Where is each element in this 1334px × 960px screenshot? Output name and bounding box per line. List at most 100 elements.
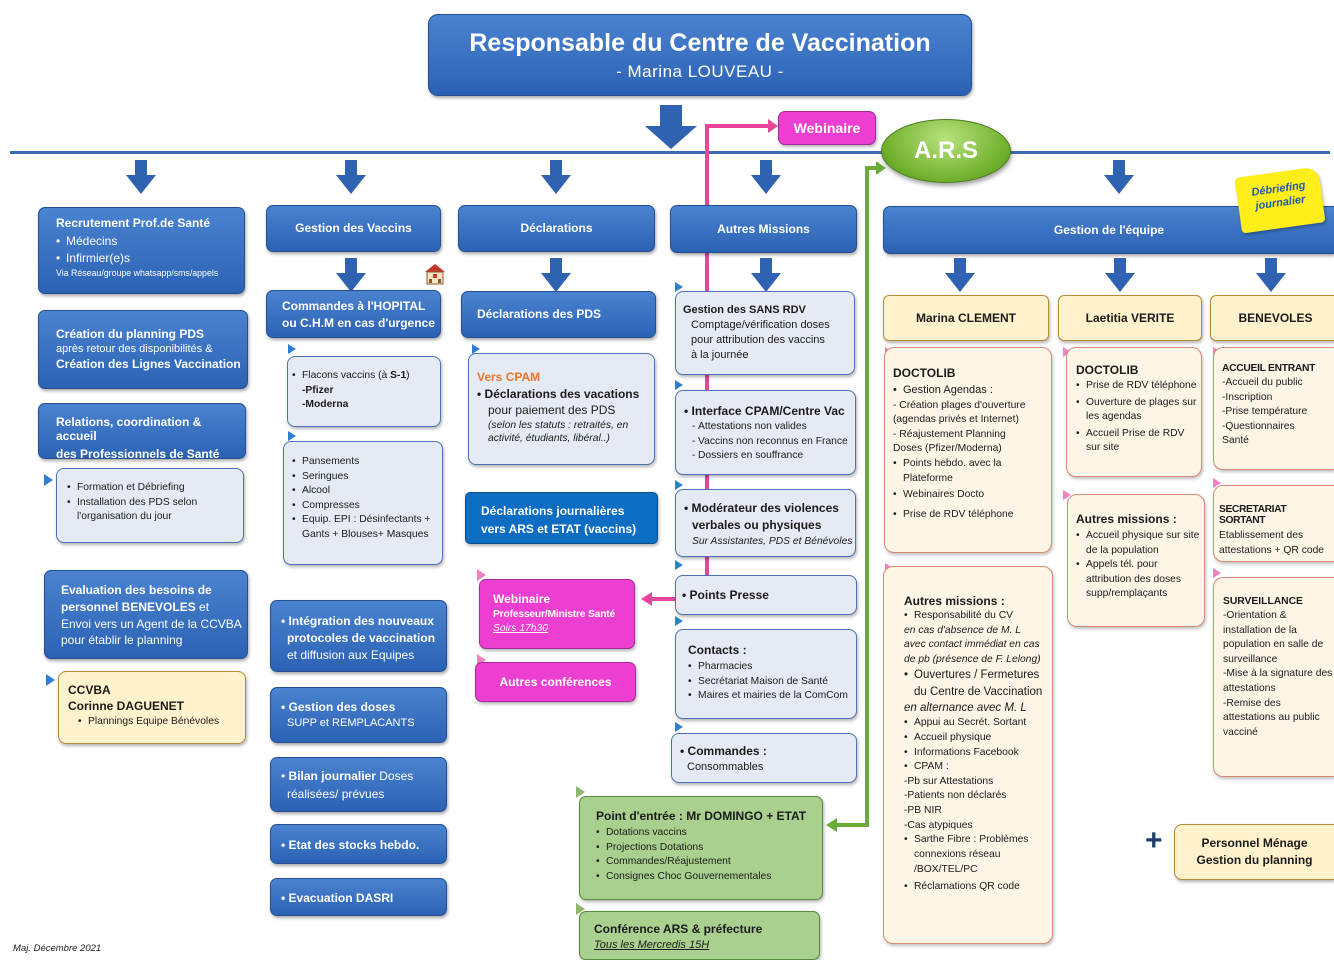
clement-resp-i: de pb (présence de F. Lelong) <box>904 653 1041 665</box>
clement-item3: Réclamations QR code <box>904 880 1050 895</box>
commandes-l2: ou C.H.M en cas d'urgence <box>282 316 435 330</box>
integration-l3: et diffusion aux Equipes <box>287 647 415 662</box>
ccvba-item: Plannings Equipe Bénévoles <box>78 715 245 730</box>
stocks-label: • Etat des stocks hebdo. <box>281 838 420 852</box>
ars-badge: A.R.S <box>881 119 1011 183</box>
commandes-l1: Commandes à l'HOPITAL <box>282 299 426 313</box>
gestion-vaccins-header: Gestion des Vaccins <box>266 205 441 252</box>
formation-item: Formation et Débriefing <box>67 481 237 496</box>
commandes-hopital-box: Commandes à l'HOPITAL ou C.H.M en cas d'… <box>266 290 441 338</box>
clement-resp-i: avec contact immédiat en cas <box>904 639 1040 651</box>
contacts-title: Contacts : <box>688 643 747 657</box>
clement-doctolib-box: DOCTOLIB Gestion Agendas : - Création pl… <box>884 347 1052 553</box>
sans-rdv-l2: Comptage/vérification doses <box>691 319 830 331</box>
flacons-l1b: S-1 <box>390 370 407 381</box>
evaluation-l4: pour établir le planning <box>61 633 183 648</box>
planning-l3: Création des Lignes Vaccination <box>56 357 241 371</box>
bullet-marker <box>675 480 683 490</box>
bilan-l2: réalisées/ prévues <box>287 787 385 801</box>
vacations-l1: • Déclarations des vacations <box>477 387 640 401</box>
commandes-sub: Consommables <box>687 761 764 773</box>
planning-l2: après retour des disponibilités & <box>56 343 213 355</box>
footer-date: Maj. Décembre 2021 <box>13 943 102 954</box>
flacons-moderna: -Moderna <box>302 399 349 411</box>
menage-box: Personnel Ménage Gestion du planning <box>1174 824 1334 880</box>
sans-rdv-box: Gestion des SANS RDV Comptage/vérificati… <box>675 291 855 375</box>
verite-item: Prise de RDV téléphone <box>1076 379 1199 394</box>
bullet-marker <box>288 431 296 441</box>
bullet-marker <box>675 616 683 626</box>
bullet-marker <box>1213 568 1221 578</box>
clement-cpam: -PB NIR <box>904 805 942 817</box>
clement-item: Prise de RDV téléphone <box>893 508 1049 523</box>
clement-item2: CPAM : <box>904 760 1050 775</box>
point-entree-item: Consignes Choc Gouvernementales <box>596 870 820 885</box>
interface-item: Attestations non valides <box>692 420 853 435</box>
accueil-line: -Accueil du public <box>1222 377 1303 388</box>
ccvba-l2: Corinne DAGUENET <box>68 699 185 713</box>
down-arrow <box>336 258 366 292</box>
pink-connector-top <box>705 124 771 128</box>
materiel-item: Equip. EPI : Désinfectants + Gants + Blo… <box>292 513 438 542</box>
verite-autres-title: Autres missions : <box>1076 512 1177 526</box>
bullet-marker <box>44 474 53 486</box>
point-entree-item: Dotations vaccins <box>596 826 820 841</box>
planning-l1: Création du planning PDS <box>56 327 205 341</box>
down-arrow-col4 <box>751 160 781 194</box>
relations-l2: des Professionnels de Santé <box>56 447 220 461</box>
recrutement-box: Recrutement Prof.de Santé Médecins Infir… <box>38 207 245 294</box>
accueil-title: ACCUEIL ENTRANT <box>1222 363 1316 374</box>
down-arrow-col2 <box>336 160 366 194</box>
doses-l1: • Gestion des doses <box>281 700 396 714</box>
evaluation-l1: Evaluation des besoins de <box>61 583 212 597</box>
verite-item: Accueil Prise de RDV sur site <box>1076 427 1199 456</box>
clement-resp: Responsabilité du CV <box>904 609 1050 624</box>
integration-l1: • Intégration des nouveaux <box>281 614 434 628</box>
moderateur-box: • Modérateur des violences verbales ou p… <box>675 489 856 557</box>
contacts-item: Pharmacies <box>688 660 854 675</box>
down-arrow <box>1105 258 1135 292</box>
materiel-item: Pansements <box>292 455 438 470</box>
formation-item: Installation des PDS selon l'organisatio… <box>67 496 237 525</box>
recrutement-title: Recrutement Prof.de Santé <box>56 216 211 230</box>
clement-cpam: -Pb sur Attestations <box>904 775 994 787</box>
verite-item2: Appels tél. pour attribution des doses s… <box>1076 558 1202 602</box>
verite-item2: Accueil physique sur site de la populati… <box>1076 529 1202 558</box>
webinaire-l1: Webinaire <box>493 592 551 606</box>
down-arrow-col3 <box>541 160 571 194</box>
benevoles-name-box: BENEVOLES <box>1210 295 1334 341</box>
declarations-journalieres-box: Déclarations journalières vers ARS et ET… <box>465 492 658 544</box>
clement-cpam: -Cas atypiques <box>904 819 973 831</box>
planning-box: Création du planning PDS après retour de… <box>38 310 248 389</box>
doses-box: • Gestion des doses SUPP et REMPLACANTS <box>270 687 447 743</box>
ccvba-l1: CCVBA <box>68 683 111 697</box>
interface-item: Vaccins non reconnus en France <box>692 435 853 450</box>
menage-l1: Personnel Ménage <box>1201 836 1308 850</box>
secretariat-box: SECRETARIAT SORTANT Etablissement des at… <box>1213 485 1334 562</box>
clement-item: Points hebdo. avec la Plateforme <box>893 457 1049 486</box>
clement-item3: Sarthe Fibre : Problèmes connexions rése… <box>904 833 1050 877</box>
clement-item2: Appui au Secrét. Sortant <box>904 716 1050 731</box>
materiel-box: Pansements Seringues Alcool Compresses E… <box>283 441 443 565</box>
points-presse-box: • Points Presse <box>675 575 857 615</box>
green-connector-v <box>865 170 869 827</box>
clement-resp-i: en cas d'absence de M. L <box>904 624 1022 636</box>
clement-line: Doses (Pfizer/Moderna) <box>893 443 1002 455</box>
doses-l2: SUPP et REMPLACANTS <box>287 717 415 729</box>
title-sub: - Marina LOUVEAU - <box>616 62 784 81</box>
materiel-item: Alcool <box>292 484 438 499</box>
green-connector-top <box>865 166 879 170</box>
moderateur-l1: • Modérateur des violences <box>684 501 839 515</box>
evaluation-box: Evaluation des besoins de personnel BENE… <box>44 570 248 659</box>
commandes-box: • Commandes : Consommables <box>671 733 857 783</box>
declarations-pds-box: Déclarations des PDS <box>461 291 656 338</box>
recrutement-note: Via Réseau/groupe whatsapp/sms/appels <box>56 268 219 279</box>
interface-title: • Interface CPAM/Centre Vac <box>684 404 845 418</box>
bullet-marker <box>1213 478 1221 488</box>
bullet-marker <box>576 903 585 915</box>
integration-l2: protocoles de vaccination <box>287 630 436 645</box>
point-entree-item: Commandes/Réajustement <box>596 855 820 870</box>
stocks-box: • Etat des stocks hebdo. <box>270 824 447 864</box>
surveillance-line: -Orientation & installation de la popula… <box>1223 610 1324 665</box>
dasri-box: • Evacuation DASRI <box>270 878 447 916</box>
